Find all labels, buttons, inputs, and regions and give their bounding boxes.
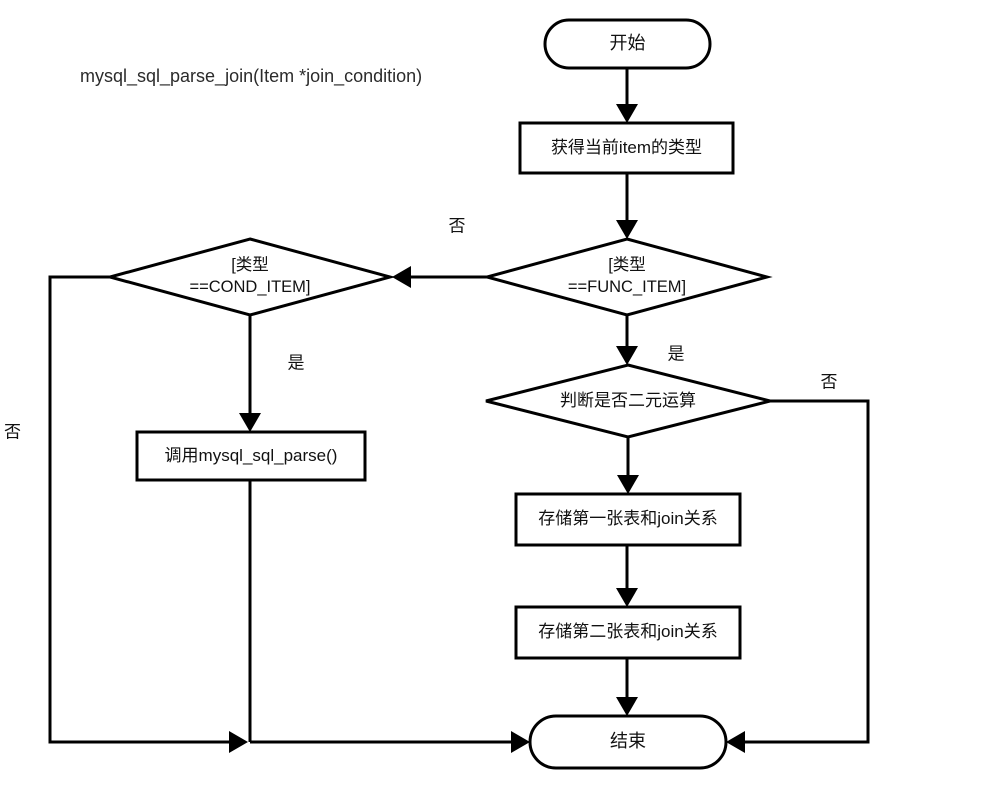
arrowhead-into-callparse: [239, 413, 261, 432]
arrowhead-into-storesecond: [616, 588, 638, 607]
edge-label-conditem-no: 否: [4, 422, 21, 442]
edge-label-funcitem-no: 否: [448, 216, 466, 236]
arrowhead-into-funcitem: [616, 220, 638, 239]
funcitem-decision-shape: [481, 237, 773, 317]
edge-label-binary-no: 否: [820, 372, 838, 392]
edge-callparse-to-end: [248, 480, 512, 744]
arrowhead-bottom-junction: [229, 731, 248, 753]
arrowhead-into-binary: [616, 346, 638, 365]
edge-label-conditem-yes: 是: [287, 353, 305, 373]
gettype-process-shape: [518, 121, 735, 175]
arrowhead-into-storefirst: [617, 475, 639, 494]
storefirst-process-shape: [514, 492, 742, 547]
arrowhead-into-conditem: [392, 266, 411, 288]
arrowhead-into-end-right: [726, 731, 745, 753]
arrowhead-into-end-left: [511, 731, 530, 753]
storesecond-process-shape: [514, 605, 742, 660]
callparse-process-shape: [135, 430, 367, 482]
arrowhead-into-gettype: [616, 104, 638, 123]
conditem-decision-shape: [104, 237, 396, 317]
arrowhead-into-end-top: [616, 697, 638, 716]
diagram-title: mysql_sql_parse_join(Item *join_conditio…: [80, 66, 423, 86]
binary-decision-shape: [485, 363, 771, 439]
edge-binary-no-to-end: [744, 399, 870, 744]
edge-conditem-no-to-bottom: [48, 275, 229, 744]
start-terminator-shape: [543, 18, 712, 70]
edge-label-funcitem-yes: 是: [667, 344, 685, 364]
end-terminator-shape: [528, 714, 728, 770]
